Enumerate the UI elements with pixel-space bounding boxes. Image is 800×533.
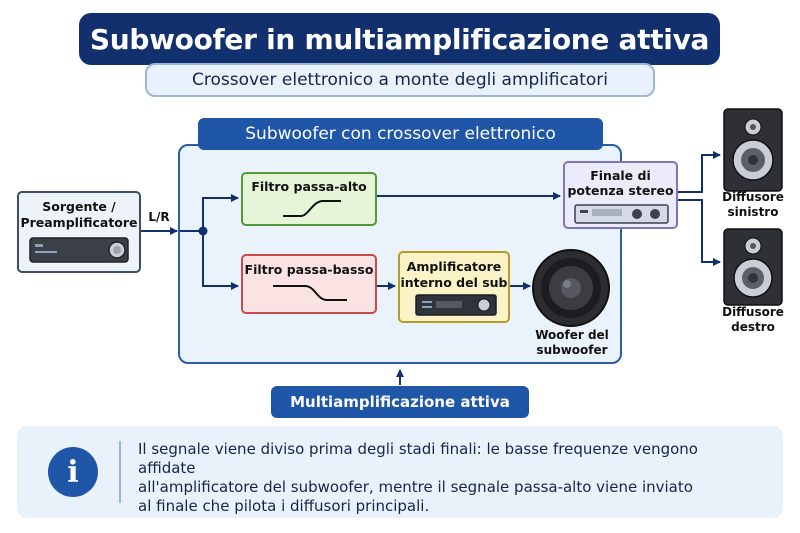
info-text-line1: Il segnale viene diviso prima degli stad…: [138, 440, 698, 477]
right-speaker-label: Diffusore destro: [716, 305, 790, 335]
multiamp-footer-label: Multiamplificazione attiva: [271, 386, 529, 418]
info-box: [17, 426, 783, 518]
power-amp-device-icon: [574, 204, 669, 224]
left-speaker-label: Diffusore sinistro: [716, 190, 790, 220]
panel-header: Subwoofer con crossover elettronico: [198, 118, 603, 150]
high-pass-curve-icon: [283, 200, 341, 217]
power-amp-label-line1: Finale di: [590, 168, 651, 183]
info-text-line3: al finale che pilota i diffusori princip…: [138, 497, 430, 515]
low-pass-filter-node: Filtro passa-basso: [241, 254, 377, 314]
power-to-left-speaker-line: [678, 151, 721, 193]
woofer-label: Woofer del subwoofer: [528, 328, 616, 358]
left-speaker-label-line1: Diffusore: [722, 190, 784, 204]
diagram-title: Subwoofer in multiamplificazione attiva: [79, 13, 720, 65]
low-pass-label: Filtro passa-basso: [244, 262, 374, 277]
stereo-power-amplifier-node: Finale di potenza stereo: [563, 161, 678, 229]
high-pass-filter-node: Filtro passa-alto: [241, 172, 377, 226]
subwoofer-amplifier-node: Amplificatore interno del sub: [398, 251, 510, 323]
signal-label: L/R: [148, 210, 170, 224]
right-speaker-label-line1: Diffusore: [722, 305, 784, 319]
subamp-label-line2: interno del sub: [400, 275, 508, 290]
info-text: Il segnale viene diviso prima degli stad…: [138, 440, 758, 516]
power-amp-label-line2: potenza stereo: [567, 183, 674, 198]
subamp-device-icon: [415, 294, 497, 316]
high-pass-label: Filtro passa-alto: [251, 179, 367, 194]
diagram-subtitle: Crossover elettronico a monte degli ampl…: [145, 63, 655, 97]
subamp-label-line1: Amplificatore: [406, 259, 502, 274]
split-junction-dot: [198, 226, 208, 236]
right-speaker-label-line2: destro: [731, 320, 775, 334]
preamp-device-icon: [29, 237, 129, 263]
source-label-line1: Sorgente /: [42, 199, 116, 214]
low-pass-curve-icon: [273, 285, 347, 301]
woofer-label-line2: subwoofer: [536, 343, 608, 357]
left-speaker-label-line2: sinistro: [727, 205, 779, 219]
info-text-line2: all'amplificatore del subwoofer, mentre …: [138, 478, 693, 496]
woofer-label-line1: Woofer del: [535, 328, 609, 342]
power-to-right-speaker-line: [678, 199, 721, 266]
split-to-lowpass-line: [202, 231, 239, 290]
info-icon: i: [48, 447, 98, 497]
source-preamp-node: Sorgente / Preamplificatore: [17, 191, 141, 273]
source-label-line2: Preamplificatore: [20, 215, 138, 230]
info-divider: [119, 441, 121, 503]
split-to-highpass-line: [202, 194, 239, 231]
